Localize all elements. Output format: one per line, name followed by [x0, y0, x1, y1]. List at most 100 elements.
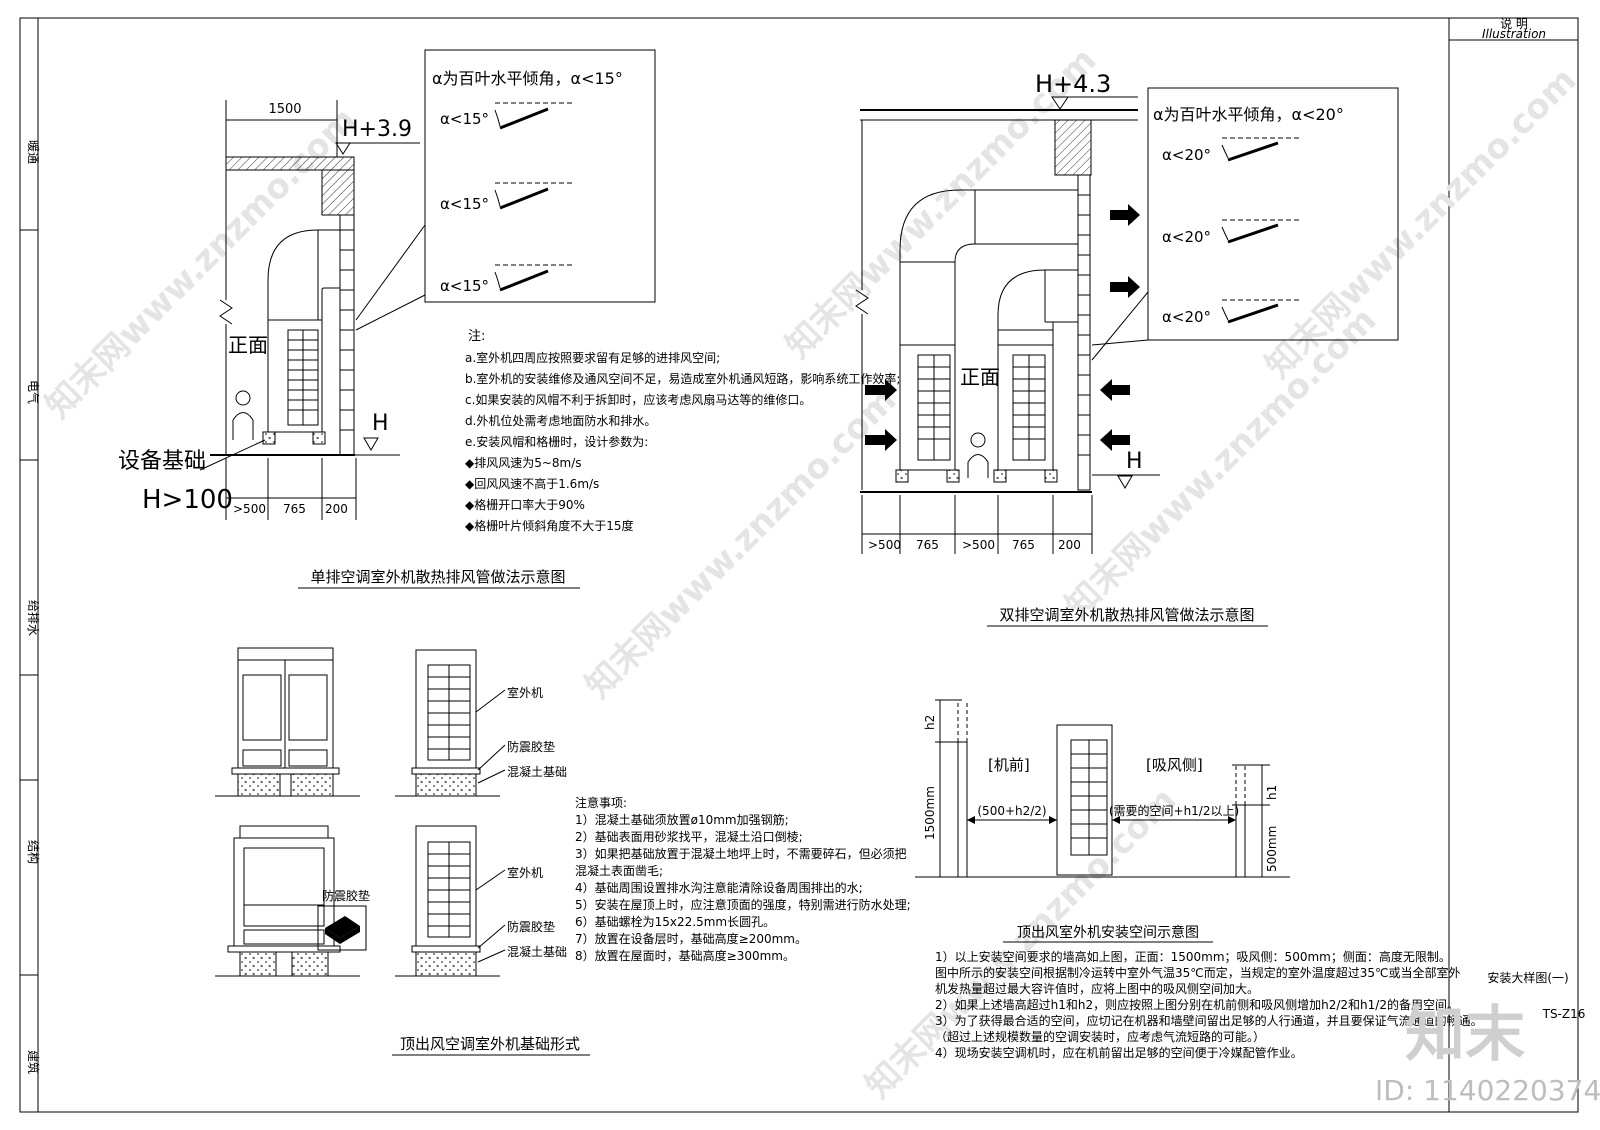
title-block-header-en: Illustration [1482, 27, 1546, 41]
watermark-id: ID: 1140220374 [1375, 1074, 1600, 1107]
install-front-label: [机前] [988, 756, 1030, 774]
foundation-b-front: 防震胶垫 [215, 825, 370, 977]
arrow-right-icon [1110, 276, 1140, 298]
note-item: d.外机位处需考虑地面防水和排水。 [465, 413, 656, 428]
watermark-brand: 知末 [1405, 1000, 1525, 1070]
sidebar-label-structure: 结构 [26, 840, 41, 864]
install-wall-right-dim: 500mm [1265, 826, 1279, 872]
note-item: e.安装风帽和格栅时，设计参数为: [465, 434, 648, 449]
double-louver-label-2: α<20° [1162, 228, 1211, 246]
single-dim-3: 200 [325, 502, 348, 516]
sidebar-label-hvac: 暖通 [26, 140, 40, 164]
notes-heading: 注: [468, 329, 485, 344]
arrow-left-icon [1100, 429, 1130, 451]
install-note: 3）为了获得最合适的空间，应切记在机器和墙壁间留出足够的人行通道，并且要保证气流… [935, 1013, 1483, 1028]
single-louver-label-2: α<15° [440, 195, 489, 213]
sidebar-label-plumbing: 给排水 [26, 600, 40, 636]
single-title: 单排空调室外机散热排风管做法示意图 [310, 568, 565, 586]
single-dim-2: 765 [283, 502, 306, 516]
double-louver-callout [1147, 87, 1399, 341]
watermark-site: 知末网www.znzmo.com [578, 380, 904, 706]
install-suction-label: [吸风侧] [1146, 756, 1203, 774]
double-dim-5: 200 [1058, 538, 1081, 552]
foundation-pad-label: 防震胶垫 [322, 888, 370, 903]
double-louver-heading: α为百叶水平倾角，α<20° [1153, 105, 1344, 124]
install-wall-left-dim: 1500mm [923, 786, 937, 840]
arrow-left-icon [1100, 379, 1130, 401]
note-item: ◆排风风速为5~8m/s [465, 456, 582, 470]
foundation-note: 1）混凝土基础须放置ø10mm加强钢筋; [575, 812, 789, 827]
anti-vibration-pad-icon [325, 916, 360, 944]
install-suction-dim: (需要的空间+h1/2以上) [1109, 803, 1239, 818]
watermark-site: 知末网www.znzmo.com [1058, 300, 1384, 626]
foundation-a-front [215, 647, 360, 797]
foundation-note: 7）放置在设备层时，基础高度≥200mm。 [575, 931, 807, 946]
foundation-note: 4）基础周围设置排水沟注意能清除设备周围排出的水; [575, 880, 863, 895]
single-dim-1: >500 [233, 502, 266, 516]
single-louver-callout [424, 49, 656, 303]
install-note: 4）现场安装空调机时，应在机前留出足够的空间便于冷媒配管作业。 [935, 1045, 1303, 1060]
note-item: c.如果安装的风帽不利于拆卸时，应该考虑风扇马达等的维修口。 [465, 392, 811, 407]
foundation-title: 顶出风空调室外机基础形式 [400, 1035, 580, 1053]
double-louver-wall-lines [1078, 194, 1090, 456]
foundation-b-label-pad: 防震胶垫 [507, 919, 555, 934]
double-floor-level: H [1126, 449, 1143, 474]
double-dim-1: >500 [868, 538, 901, 552]
single-base-height: H>100 [142, 485, 233, 515]
title-block-drawing-no: TS-Z16 [1542, 1007, 1586, 1021]
install-note: （超过上述规模数量的空调安装时，应考虑气流短路的可能。） [935, 1029, 1265, 1044]
single-louver-heading: α为百叶水平倾角，α<15° [432, 69, 623, 88]
foundation-b-side: 室外机 防震胶垫 混凝土基础 [395, 825, 567, 977]
single-unit-fins [288, 330, 318, 425]
note-item: ◆格栅开口率大于90% [465, 497, 585, 512]
single-louver-detail-2: α<15° [440, 182, 575, 213]
single-louver-detail-3: α<15° [440, 264, 575, 295]
single-louver-label-3: α<15° [440, 277, 489, 295]
foundation-note: 3）如果把基础放置于混凝土地坪上时，不需要碎石，但必须把 [575, 846, 907, 861]
sidebar-label-architecture: 建筑 [26, 1050, 41, 1074]
single-front-label: 正面 [228, 333, 268, 357]
install-h2-dim: h2 [923, 715, 937, 730]
double-louver-label-1: α<20° [1162, 146, 1211, 164]
single-floor-level: H [372, 411, 389, 436]
double-louver-detail-3: α<20° [1162, 299, 1300, 326]
foundation-diagram: 室外机 防震胶垫 混凝土基础 防震胶垫 [215, 647, 911, 1056]
foundation-a-label-concrete: 混凝土基础 [507, 764, 567, 779]
install-h1-dim: h1 [1265, 785, 1279, 800]
single-base-label: 设备基础 [118, 449, 206, 474]
title-block-drawing-name: 安装大样图(一) [1487, 970, 1568, 985]
install-unit-fins [1071, 740, 1107, 855]
double-louver-detail-2: α<20° [1162, 219, 1300, 246]
foundation-note: 2）基础表面用砂浆找平，混凝土沿口倒棱; [575, 829, 803, 844]
arrow-right-icon [865, 379, 897, 401]
double-dim-4: 765 [1012, 538, 1035, 552]
single-notes: 注: a.室外机四周应按照要求留有足够的进排风空间; b.室外机的安装维修及通风… [465, 329, 900, 533]
title-block-header-cn: 说 明 [1500, 16, 1528, 31]
double-title: 双排空调室外机散热排风管做法示意图 [999, 606, 1254, 624]
note-item: ◆回风风速不高于1.6m/s [465, 476, 599, 491]
install-note: 机发热量超过最大容许值时，应将上图中的吸风侧空间加大。 [935, 981, 1259, 996]
double-front-label: 正面 [960, 365, 1000, 389]
install-note: 1）以上安装空间要求的墙高如上图，正面：1500mm；吸风侧：500mm；侧面：… [935, 949, 1451, 964]
note-item: ◆格栅叶片倾斜角度不大于15度 [465, 518, 634, 533]
foundation-note: 5）安装在屋顶上时，应注意顶面的强度，特别需进行防水处理; [575, 897, 911, 912]
foundation-b-label-unit: 室外机 [507, 865, 543, 880]
install-note: 图中所示的安装空间根据制冷运转中室外气温35℃而定，当规定的室外温度超过35℃或… [935, 965, 1461, 980]
foundation-a-label-pad: 防震胶垫 [507, 739, 555, 754]
double-dim-2: 765 [916, 538, 939, 552]
arrow-right-icon [865, 429, 897, 451]
foundation-note: 6）基础螺栓为15x22.5mm长圆孔。 [575, 914, 775, 929]
double-unit2-fins [1013, 355, 1045, 460]
arrow-right-icon [1110, 204, 1140, 226]
sidebar-label-electrical: 电气 [26, 380, 41, 404]
drawing-frame [19, 17, 1579, 1113]
title-block: 说 明 Illustration 安装大样图(一) TS-Z16 [1482, 16, 1585, 1021]
note-item: a.室外机四周应按照要求留有足够的进排风空间; [465, 350, 720, 365]
install-note: 2）如果上述墙高超过h1和h2，则应按照上图分别在机前侧和吸风侧增加h2/2和h… [935, 997, 1459, 1012]
double-dim-3: >500 [962, 538, 995, 552]
foundation-a-label-unit: 室外机 [507, 685, 543, 700]
foundation-notes-heading: 注意事项: [575, 795, 627, 810]
single-exhaust-diagram: 1500 H+3.9 [118, 49, 656, 589]
foundation-b-label-concrete: 混凝土基础 [507, 944, 567, 959]
